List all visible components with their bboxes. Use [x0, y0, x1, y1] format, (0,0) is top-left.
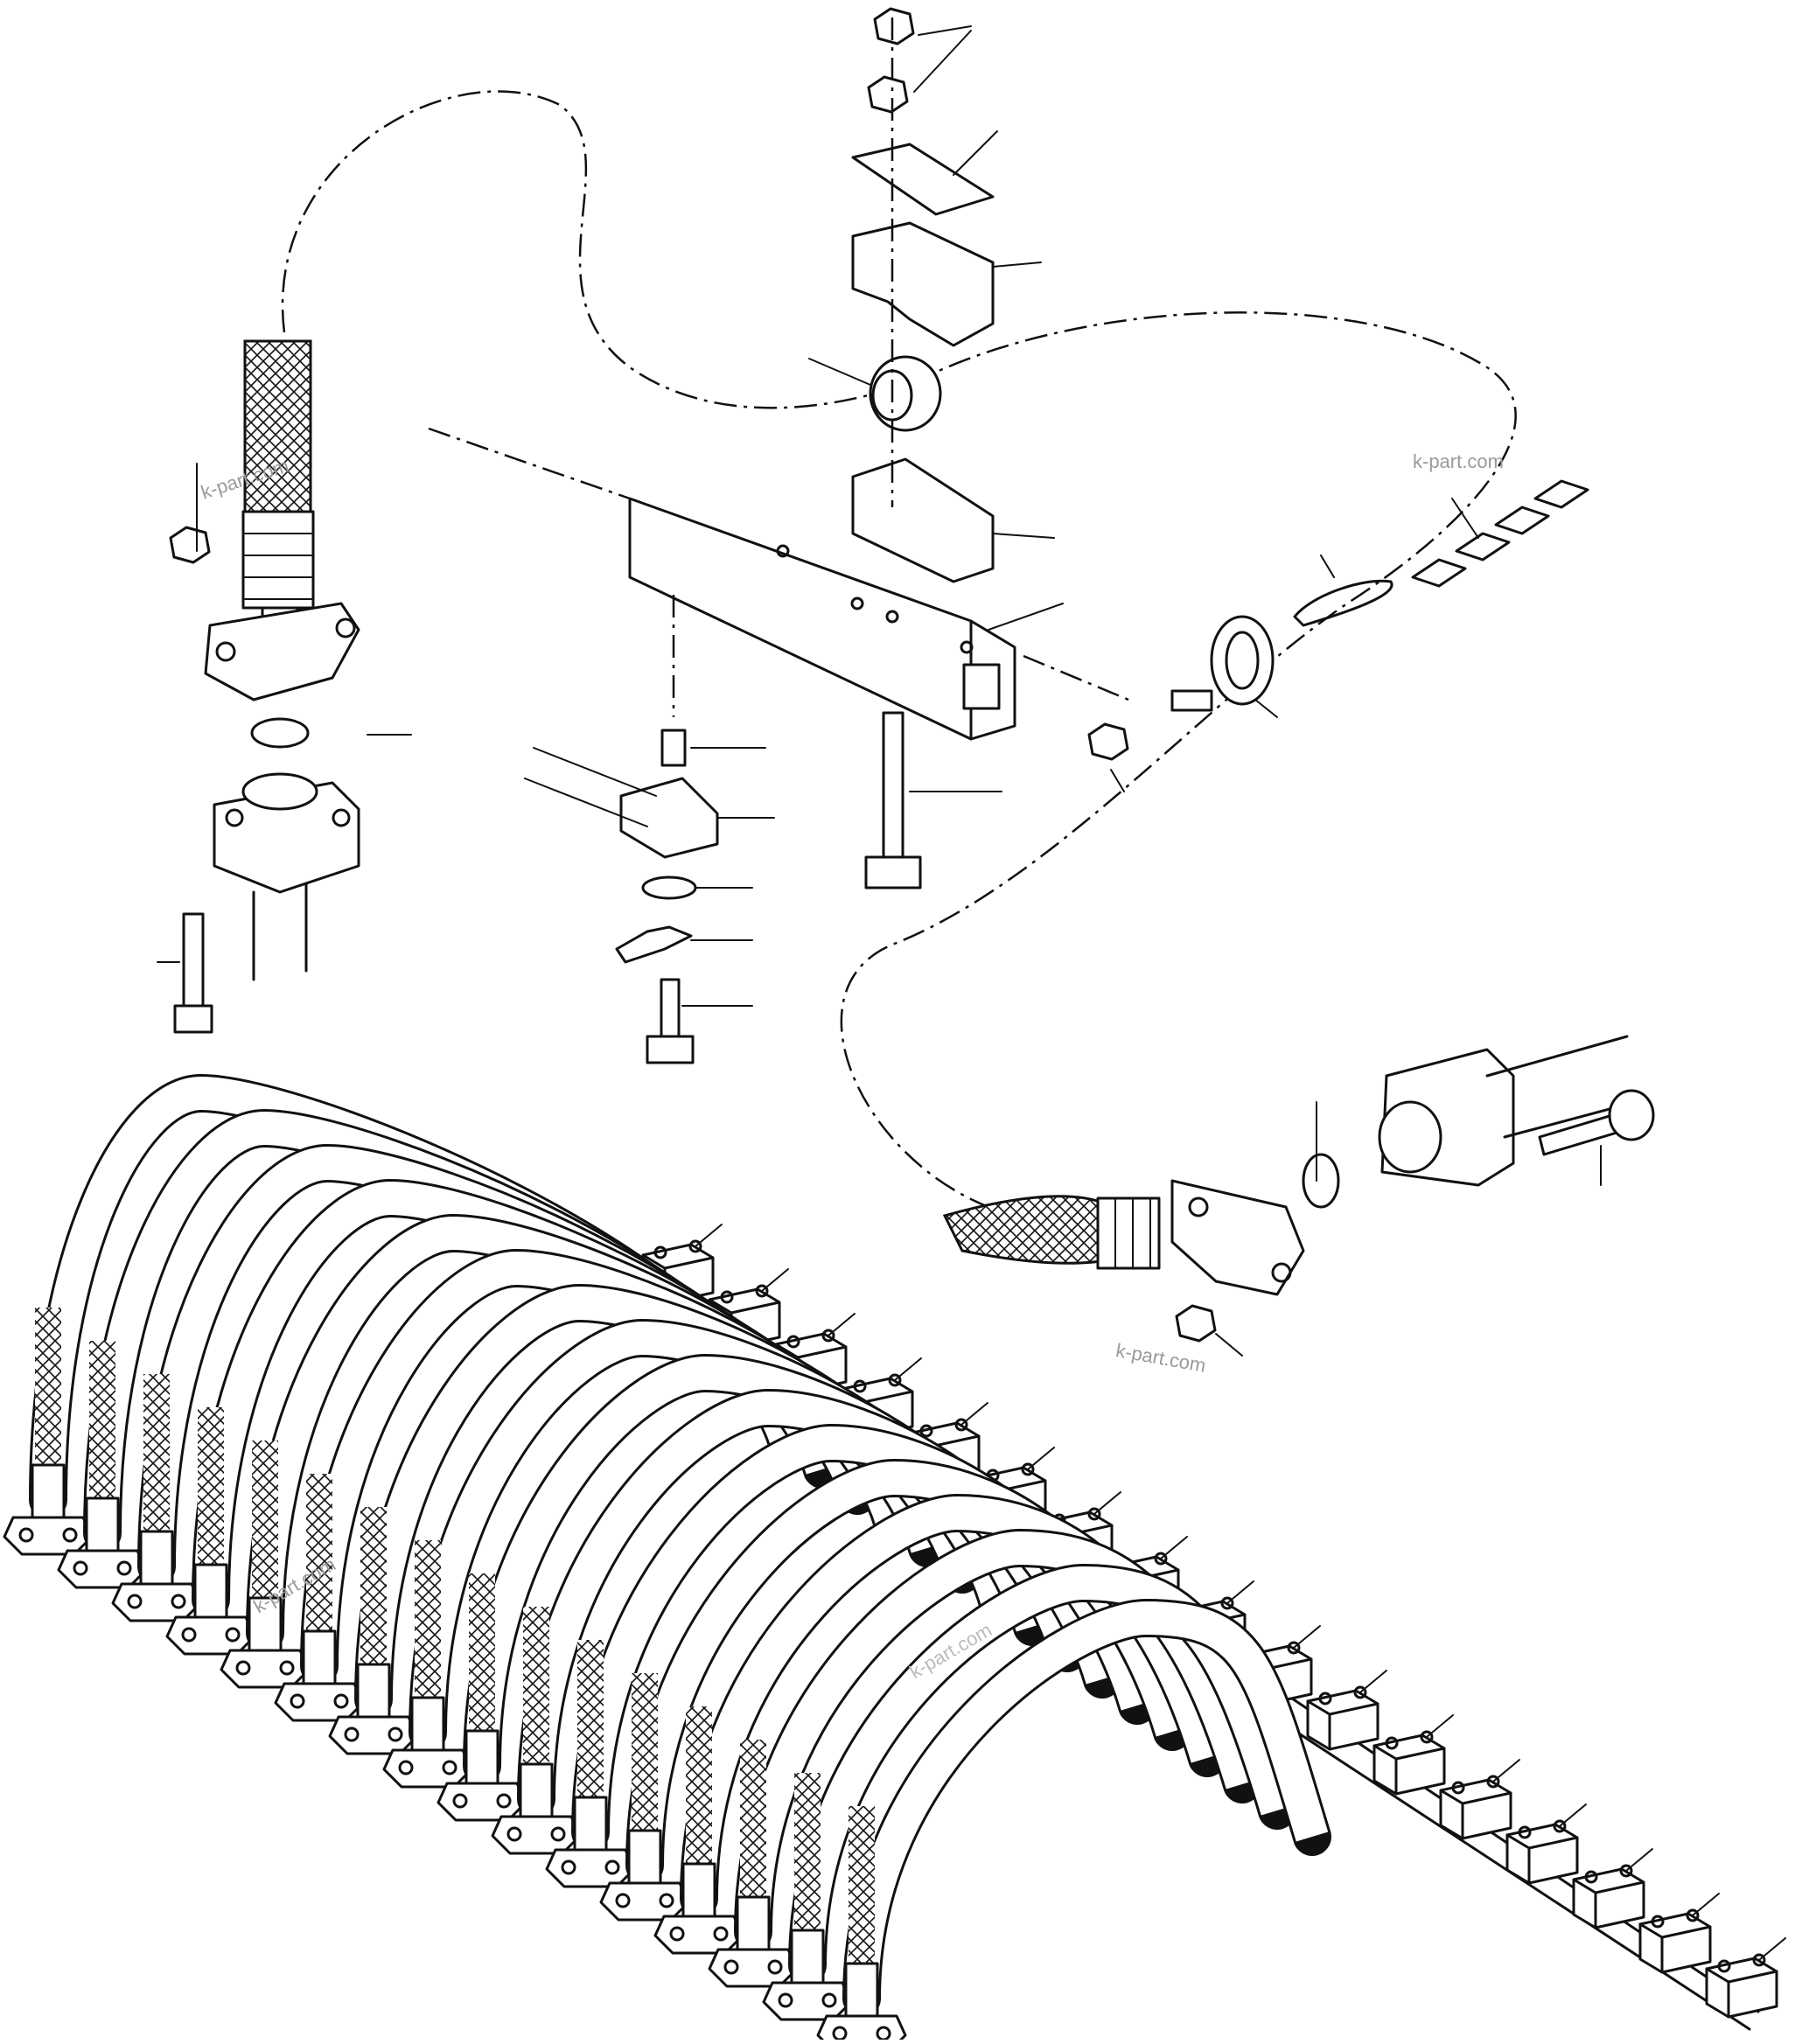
hose-ferrule: [356, 1663, 391, 1719]
braided-hose-segment: [243, 339, 312, 513]
hose-flange: [220, 1649, 311, 1689]
hose-flange: [111, 1582, 202, 1622]
split-flange-half: [204, 602, 360, 701]
rail-clamp: [1572, 1864, 1645, 1929]
eye-bolt-shank: [1170, 689, 1213, 712]
hose-flange: [57, 1549, 148, 1589]
hose-ferrule: [573, 1796, 608, 1852]
split-flange-right: [1170, 1179, 1305, 1296]
hex-nut-right: [1175, 1304, 1217, 1343]
upper-left-hose-assembly: [157, 339, 412, 1034]
rail-clamp: [1638, 1908, 1712, 1974]
rail-leader-lines: [695, 1224, 1786, 1961]
rail-clamp: [1372, 1730, 1446, 1796]
hose-ferrule: [736, 1895, 771, 1951]
hose-flange: [762, 1981, 853, 2021]
hose-ferrule: [31, 1463, 66, 1519]
leader-line: [1027, 1447, 1055, 1470]
hose-flange: [545, 1848, 636, 1888]
beam-hardware: [524, 595, 1002, 1064]
eye-bolt-nut: [1087, 722, 1129, 761]
hose-bundle: [3, 1074, 1331, 2044]
long-bolt: [882, 711, 904, 868]
hose-flange: [274, 1682, 365, 1722]
hose-ferrule: [302, 1629, 337, 1685]
rail-clamp: [1705, 1953, 1778, 2019]
leader-line: [1293, 1625, 1321, 1649]
clamp-cover-plate: [851, 143, 995, 216]
hose-route-dashed: [281, 90, 1517, 1209]
clamp-half-upper: [851, 221, 995, 347]
flange-boss: [241, 772, 318, 811]
hose-flange: [328, 1715, 419, 1755]
hose-flange: [599, 1881, 690, 1922]
leader-line: [1359, 1670, 1387, 1693]
hose-flange: [3, 1516, 94, 1556]
clamp-nut-upper: [873, 7, 915, 45]
hose-ferrule: [519, 1762, 554, 1818]
bracket-block: [619, 777, 719, 859]
watermark: k-part.com: [1413, 450, 1504, 472]
leader-line: [1093, 1491, 1121, 1515]
lock-tab-washer: [615, 925, 693, 964]
hose-ferrule: [193, 1563, 228, 1619]
lower-right-hose-assembly: [942, 1035, 1655, 1357]
hose-flange: [165, 1615, 256, 1656]
flange-bolt: [182, 912, 205, 1016]
hose-ferrule: [139, 1530, 174, 1586]
hose-ferrule: [410, 1696, 445, 1752]
leader-line: [1758, 1937, 1786, 1961]
leader-line: [1625, 1848, 1653, 1872]
hose-ferrule: [248, 1596, 283, 1652]
short-bolt: [660, 978, 681, 1043]
hose-ferrule: [85, 1496, 120, 1552]
support-beam: [428, 427, 1129, 741]
hose-ferrule: [627, 1829, 662, 1885]
clamp-nut-lower: [867, 75, 909, 114]
spacer-sleeve: [660, 729, 687, 767]
leader-line: [695, 1224, 723, 1247]
o-ring-right: [1302, 1153, 1340, 1209]
hose-flange: [816, 2014, 907, 2044]
lifting-chain-assembly: [1087, 479, 1589, 792]
leader-line: [1160, 1536, 1188, 1559]
leader-line: [960, 1402, 988, 1426]
rail-clamp: [1439, 1775, 1512, 1840]
hose-ferrule: [681, 1862, 716, 1918]
leader-line: [1492, 1759, 1520, 1782]
hose-arch: [816, 1599, 1331, 2044]
leader-line: [761, 1268, 789, 1292]
leader-line: [1426, 1714, 1454, 1738]
hex-nut-left: [169, 526, 211, 564]
hose-ferrule: [464, 1729, 499, 1785]
leader-line: [1226, 1580, 1254, 1604]
hose-ferrule: [241, 510, 315, 610]
hose-flange: [491, 1815, 582, 1855]
leader-line: [828, 1313, 856, 1336]
shackle-link: [1293, 579, 1393, 627]
eye-bolt-ring: [1210, 615, 1275, 706]
clamp-half-lower: [851, 457, 995, 583]
hose-ferrule: [844, 1962, 879, 2018]
hose-clamp-stack: [808, 7, 1064, 631]
hose-ferrule-right: [1096, 1196, 1161, 1270]
hose-flange: [708, 1948, 799, 1988]
washer: [641, 876, 697, 900]
braided-hose-segment-right: [942, 1195, 1113, 1265]
leader-line: [1559, 1803, 1587, 1827]
hose-ferrule: [790, 1929, 825, 1985]
leader-line: [1692, 1893, 1720, 1916]
hose-flange: [437, 1782, 527, 1822]
flange-block: [213, 781, 360, 894]
o-ring: [250, 717, 310, 749]
hose-flange: [653, 1915, 744, 1955]
tube-end-opening: [962, 663, 1001, 710]
rail-clamp: [1505, 1819, 1579, 1885]
rail-clamp: [1306, 1685, 1379, 1751]
leader-line: [894, 1357, 922, 1381]
chain-links: [1411, 479, 1589, 588]
hose-flange: [382, 1748, 473, 1789]
